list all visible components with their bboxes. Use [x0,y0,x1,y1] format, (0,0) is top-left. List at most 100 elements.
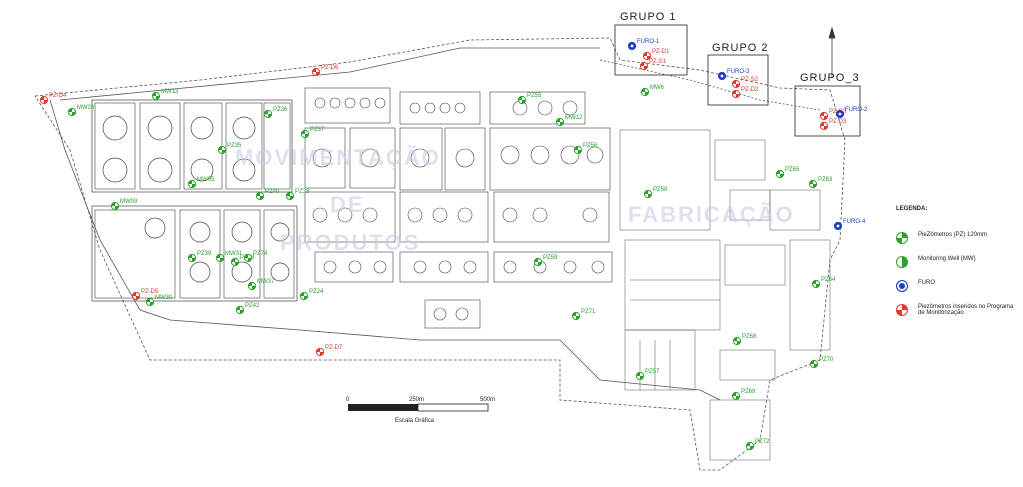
marker-label: MW05 [197,177,215,183]
north-arrow-icon [828,26,836,78]
marker-label: PZ40 [265,189,280,195]
marker-center [836,224,840,228]
marker-fill [534,258,542,266]
marker-pz65: PZ65 [775,167,800,179]
marker-pz36: PZ36 [263,107,288,119]
marker-mw09: MW09 [110,199,138,211]
marker-label: PZ-D5 [141,289,159,295]
marker-center [630,44,634,48]
marker-pz-s2: PZ-S2 [731,77,759,89]
marker-pz69: PZ69 [731,389,756,401]
legend-label-monitoring-well: Monitoring Well (MW) [918,256,976,262]
marker-pz59: PZ59 [533,255,558,267]
marker-mw30: MW30 [145,295,173,307]
marker-label: MW30 [155,295,173,301]
marker-fill [776,170,784,178]
marker-label: PZ37 [310,127,325,133]
marker-fill [316,348,324,356]
marker-label: PZ42 [245,303,260,309]
marker-fill [152,92,160,100]
marker-label: PZ58 [653,187,668,193]
marker-fill [556,118,564,126]
marker-fill [132,292,140,300]
group-boxes [614,24,861,137]
marker-fill [216,254,224,262]
marker-center [838,112,842,116]
marker-mw6: MW6 [640,85,665,97]
group-1-label: GRUPO 1 [620,11,677,23]
marker-fill [820,122,828,130]
marker-mw37: MW37 [247,279,275,291]
marker-fill [40,96,48,104]
marker-label: MW13 [161,89,179,95]
marker-fill [236,306,244,314]
marker-label: PZ63 [818,177,833,183]
marker-furo-1: FURO-1 [627,39,660,51]
marker-fill [248,282,256,290]
marker-label: MW09 [120,199,138,205]
marker-fill [812,280,820,288]
marker-label: MW31 [225,251,243,257]
marker-label: FURO-4 [843,219,866,225]
marker-mw12: MW12 [555,115,583,127]
marker-label: PZ55 [527,93,542,99]
marker-fill [746,442,754,450]
marker-pz72: PZ72 [745,439,770,451]
scale-tick-250: 250m [409,397,424,403]
marker-fill [640,62,648,70]
marker-pz38: PZ38 [285,189,310,201]
marker-fill [188,180,196,188]
process-area-east [619,129,831,461]
marker-pz-d7: PZ-D7 [315,345,343,357]
marker-pz-d2: PZ-D2 [731,87,759,99]
marker-pz63: PZ63 [808,177,833,189]
marker-fill [643,52,651,60]
scale-tick-0: 0 [346,397,350,403]
monitoring-well-icon [896,256,908,268]
marker-pz-d5: PZ-D5 [131,289,159,301]
marker-fill [733,337,741,345]
marker-pz57: PZ57 [635,369,660,381]
marker-fill [810,360,818,368]
scale-label: Escala Gráfica [395,418,435,424]
marker-mw05: MW05 [187,177,215,189]
marker-pz37: PZ37 [300,127,325,139]
marker-label: PZ38 [295,189,310,195]
group-3-label: GRUPO_3 [800,72,860,84]
marker-fill [644,190,652,198]
marker-label: PZ70 [819,357,834,363]
marker-mw26: MW26 [67,105,95,117]
marker-fill [301,130,309,138]
group-2-label: GRUPO 2 [712,42,769,54]
marker-label: PZ-D3 [829,119,847,125]
marker-label: MW12 [565,115,583,121]
marker-label: PZ39 [197,251,212,257]
marker-pz68: PZ68 [732,334,757,346]
site-boundary [34,37,846,471]
marker-label: MW37 [257,279,275,285]
marker-center [720,74,724,78]
marker-fill [572,312,580,320]
marker-pz56: PZ56 [573,143,598,155]
marker-pz70: PZ70 [809,357,834,369]
marker-fill [732,90,740,98]
marker-fill [641,88,649,96]
marker-label: MW26 [77,105,95,111]
legend-label-new-piezometer: Piezômetros inseridos no Programa de Mon… [918,304,1014,316]
marker-fill [244,254,252,262]
legend-item-furo: FURO [896,280,1021,292]
new-piezometer-icon [896,304,908,316]
marker-label: PZ24 [309,289,324,295]
marker-furo-3: FURO-3 [717,69,750,81]
marker-label: PZ-D7 [325,345,343,351]
watermark-line-2: DE [330,192,365,217]
marker-fill [218,146,226,154]
marker-pz40: PZ40 [255,189,280,201]
marker-label: PZ-S2 [741,77,759,83]
marker-label: PZ74 [253,251,268,257]
marker-pz-d1: PZ-D1 [642,49,670,61]
marker-label: PZ-S1 [649,59,667,65]
legend-title: LEGENDA: [896,206,928,212]
marker-pz-s1: PZ-S1 [639,59,667,71]
marker-fill [518,96,526,104]
